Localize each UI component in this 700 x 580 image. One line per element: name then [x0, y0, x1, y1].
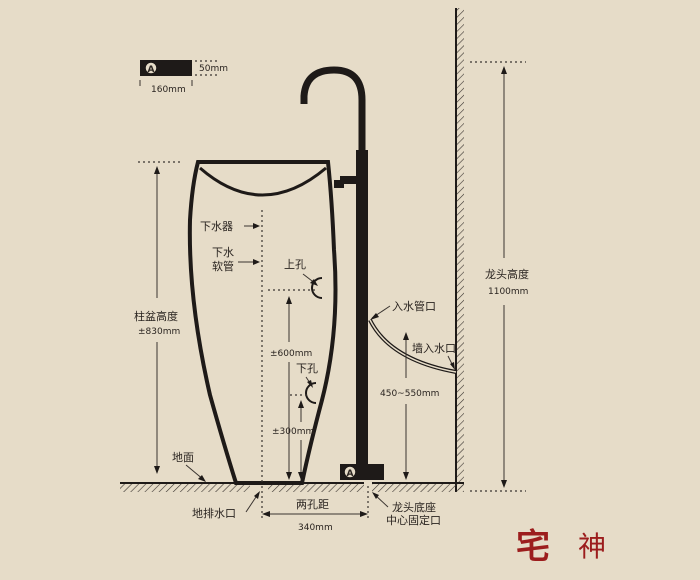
lower-hole-height: ±300mm [272, 427, 314, 437]
drain-hose-label-1: 下水 [212, 246, 234, 259]
logo-char-1: 宅 [516, 527, 550, 567]
legend-height: 50mm [199, 64, 228, 74]
base-symbol: A [347, 469, 354, 479]
floor-faucet: A [300, 66, 384, 480]
upper-hole-label: 上孔 [284, 258, 306, 271]
inlet-port-label: 入水管口 [392, 299, 436, 313]
basin-height-label: 柱盆高度 [134, 309, 178, 323]
wall-inlet-height: 450~550mm [380, 389, 439, 399]
lower-hole [305, 382, 317, 404]
faucet-height-dimension: 龙头高度 1100mm [470, 61, 529, 492]
floor-label: 地面 [172, 451, 194, 464]
legend-width: 160mm [151, 85, 186, 95]
legend-symbol: A [148, 65, 155, 75]
faucet-height-label: 龙头高度 [485, 267, 529, 281]
upper-hole-dimension: ±600mm [268, 289, 316, 480]
upper-hole-height: ±600mm [270, 349, 312, 359]
hole-spacing-value: 340mm [298, 523, 333, 533]
basin-height-value: ±830mm [138, 327, 180, 337]
legend-block: A 50mm 160mm [139, 60, 228, 95]
faucet-base-label-1: 龙头底座 [392, 500, 436, 514]
pedestal-basin [187, 160, 338, 485]
annotations: 下水器 下水 软管 上孔 下孔 入水管口 墙入水口 地面 地排水口 龙头底座 中… [172, 220, 456, 527]
hole-spacing-label: 两孔距 [296, 498, 329, 511]
drain-hose-label-2: 软管 [212, 259, 234, 273]
wall-inlet-label: 墙入水口 [412, 341, 456, 355]
brand-logo: 宅 神 [516, 527, 606, 567]
faucet-height-value: 1100mm [488, 287, 528, 297]
lower-hole-dimension: ±300mm [272, 394, 314, 480]
lower-hole-label: 下孔 [296, 362, 318, 375]
base-symbol-circle [343, 465, 357, 479]
wall-inlet-dimension: 450~550mm [380, 332, 439, 480]
faucet-base-label-2: 中心固定口 [386, 513, 441, 527]
hole-spacing-dimension: 两孔距 340mm [261, 486, 369, 533]
floor-drain-label: 地排水口 [192, 506, 236, 520]
logo-char-2: 神 [578, 530, 606, 563]
basin-height-dimension: 柱盆高度 ±830mm [134, 161, 180, 474]
wall [455, 8, 464, 492]
drain-fitting-label: 下水器 [200, 220, 233, 233]
